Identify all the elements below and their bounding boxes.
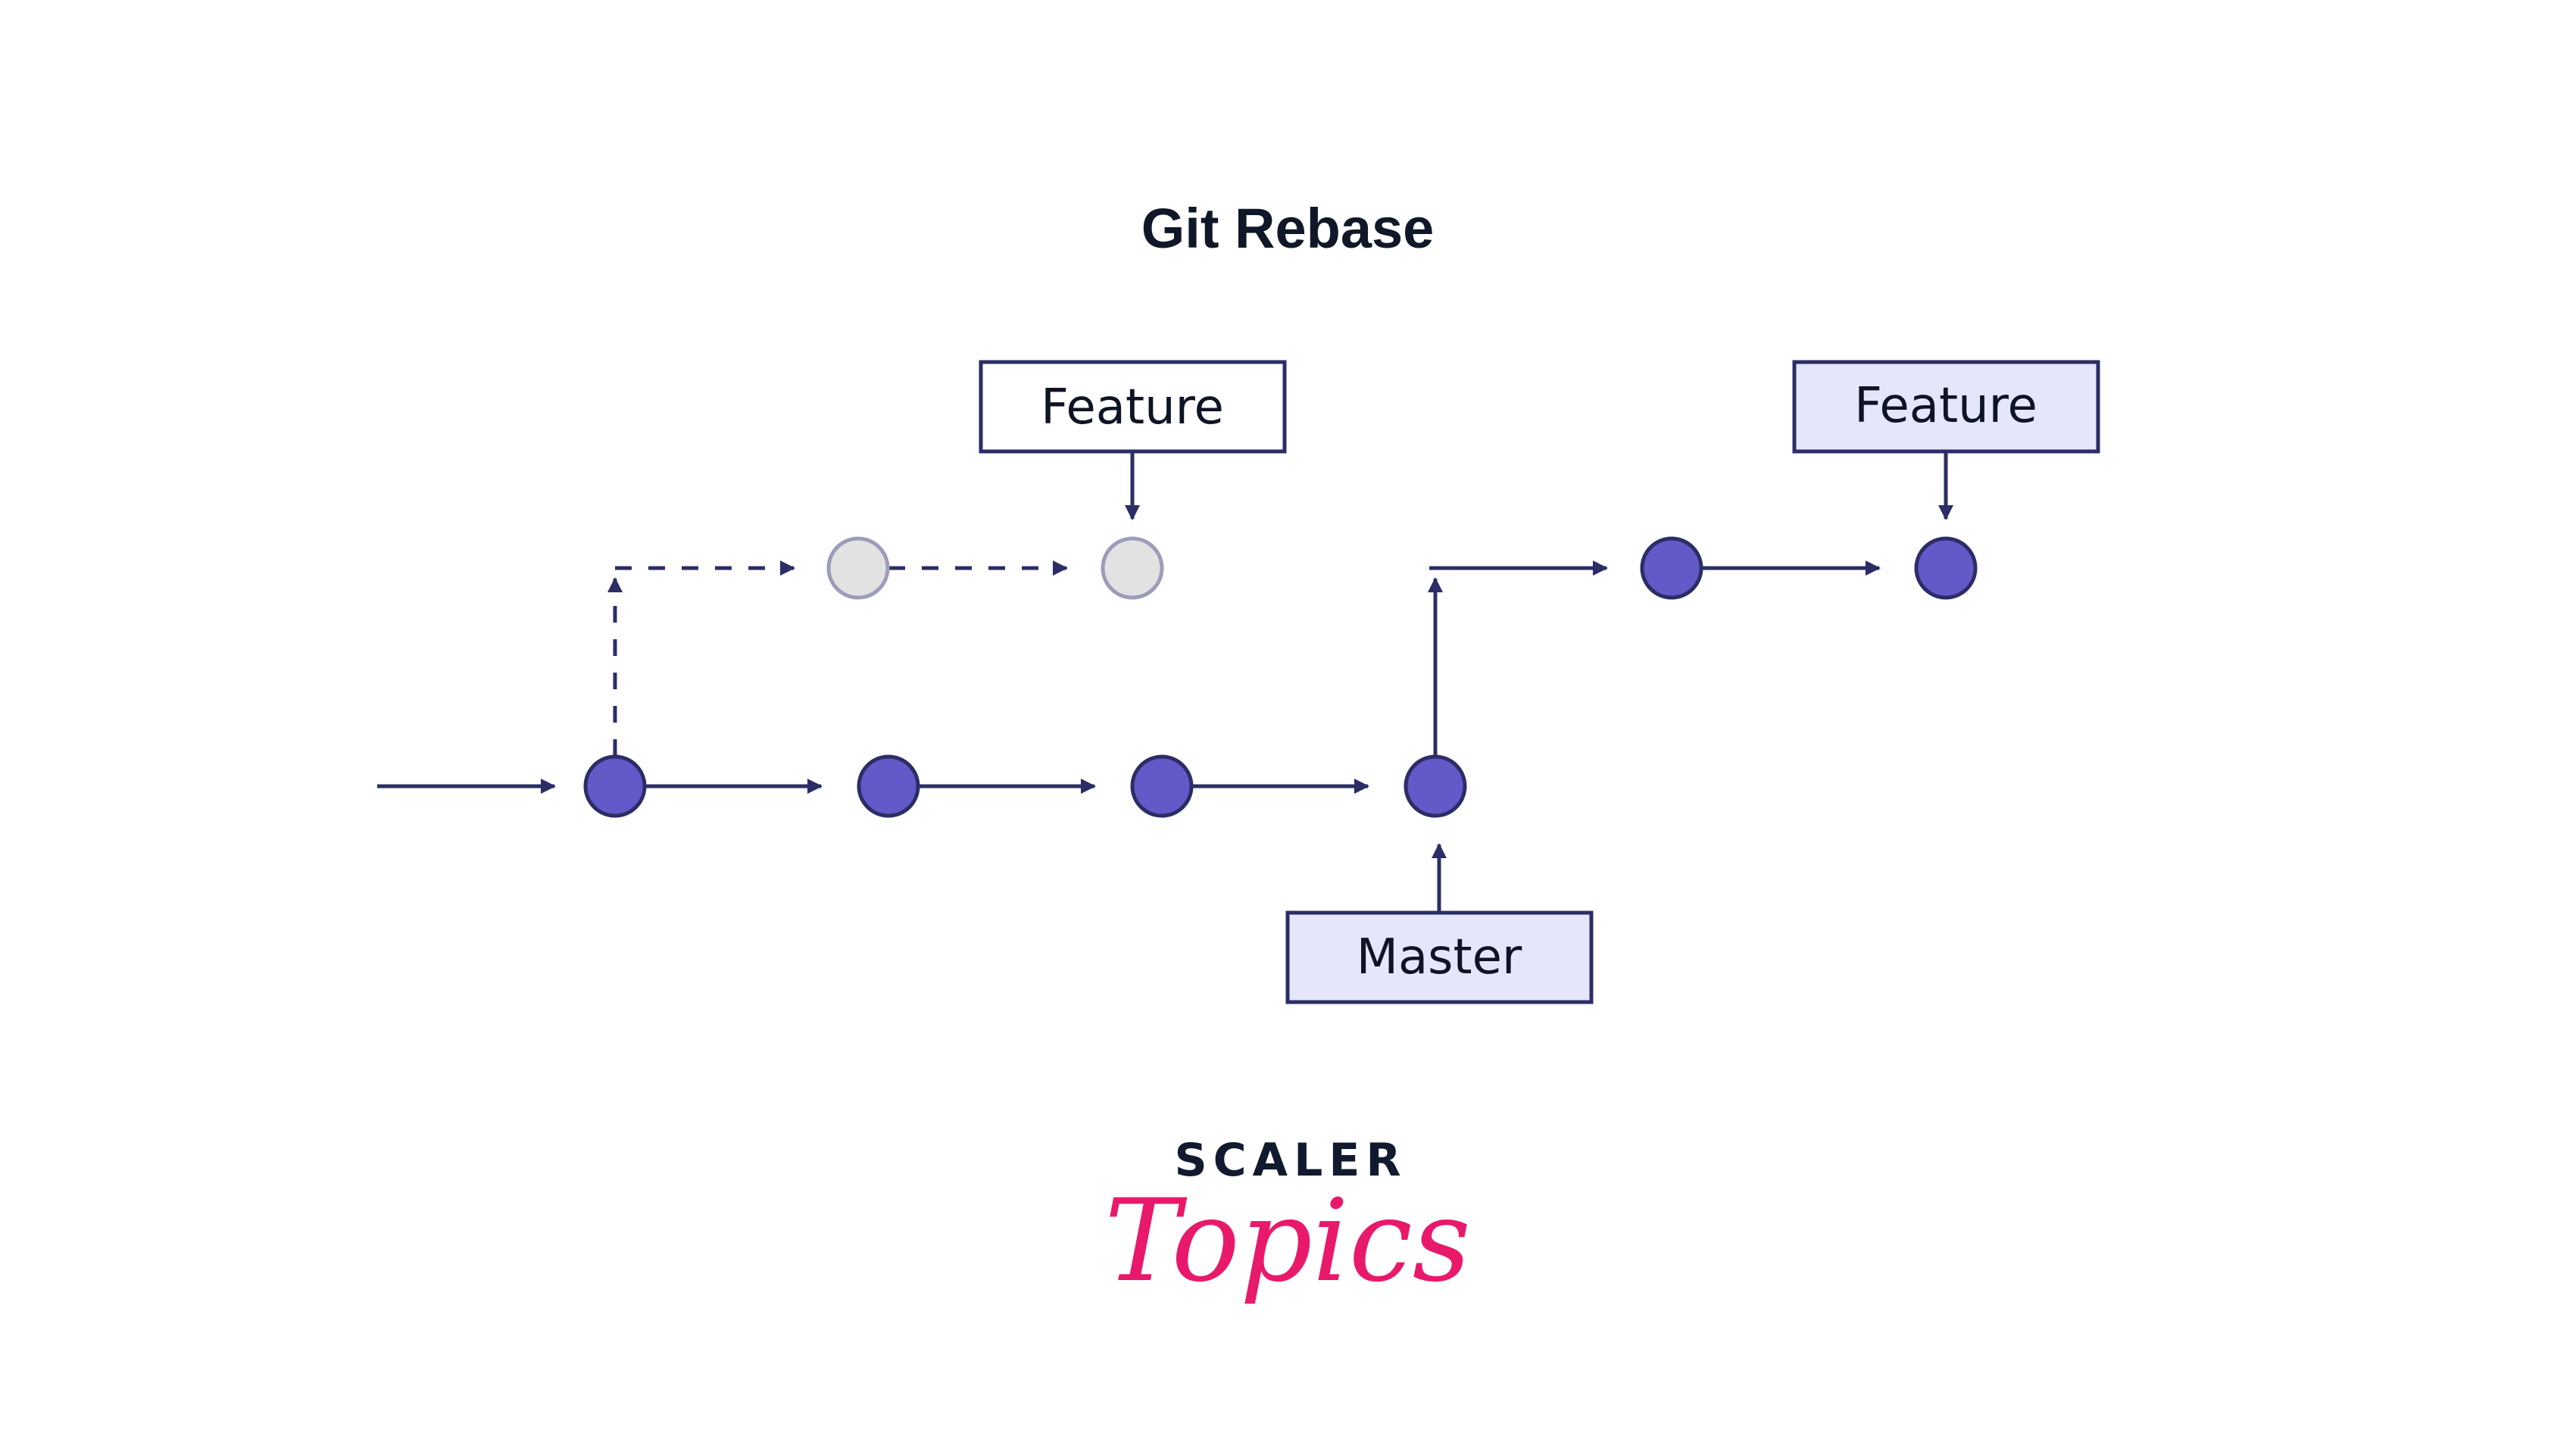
- feature-new-text: Feature: [1854, 378, 2037, 434]
- commit-node[interactable]: [857, 754, 920, 818]
- master-text: Master: [1357, 929, 1522, 985]
- master-label: Master: [1285, 910, 1594, 1004]
- rebased-commit-node[interactable]: [1914, 536, 1978, 600]
- brand-topics: Topics: [1104, 1176, 1471, 1307]
- ghost-commit-node: [826, 536, 890, 600]
- commit-node[interactable]: [583, 754, 647, 818]
- feature-new-label: Feature: [1792, 360, 2100, 454]
- feature-old-label: Feature: [979, 360, 1287, 454]
- ghost-commit-node: [1101, 536, 1164, 600]
- rebased-commit-node[interactable]: [1640, 536, 1703, 600]
- brand-scaler: SCALER: [1174, 1134, 1407, 1187]
- diagram-title: Git Rebase: [1141, 197, 1435, 260]
- feature-old-text: Feature: [1041, 379, 1224, 436]
- scaler-topics-logo: SCALER Topics: [1104, 1134, 1471, 1307]
- commit-node[interactable]: [1130, 754, 1194, 818]
- commit-node[interactable]: [1404, 754, 1467, 818]
